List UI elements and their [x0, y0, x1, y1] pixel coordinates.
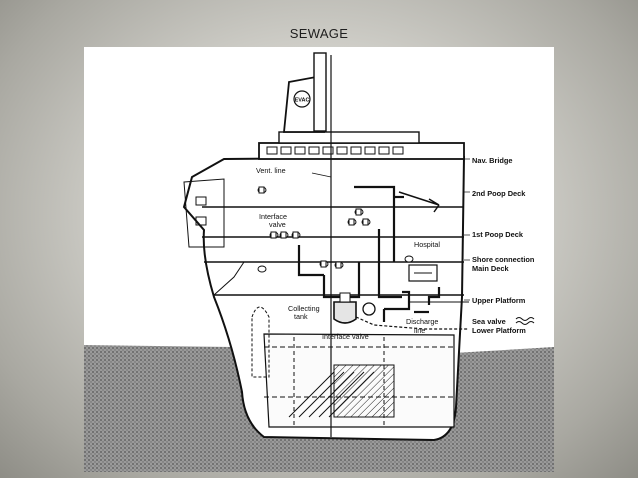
label-hospital: Hospital [414, 240, 440, 249]
label-vent-line: Vent. line [256, 166, 286, 175]
label-discharge-line-2: line [414, 326, 425, 335]
label-nav-bridge: Nav. Bridge [472, 156, 513, 165]
label-main-deck: Main Deck [472, 264, 509, 273]
funnel-logo [293, 90, 311, 108]
funnel-mast [313, 52, 327, 132]
bridge-windows [266, 146, 404, 155]
discharge-pump [362, 302, 376, 316]
slide-title: SEWAGE [289, 26, 349, 41]
label-interface-valve-upper-2: valve [269, 220, 286, 229]
label-collecting-tank-2: tank [294, 312, 308, 321]
label-lower-platform: Lower Platform [472, 326, 526, 335]
sanitary-fixtures [257, 186, 429, 275]
funnel-mark: EVAC [295, 98, 310, 104]
sea-symbol-icon [515, 317, 535, 321]
label-sea-valve: Sea valve [472, 317, 506, 326]
label-2nd-poop-deck: 2nd Poop Deck [472, 189, 526, 198]
engine-block [333, 364, 395, 418]
label-interface-valve-upper-1: Interface [259, 212, 287, 221]
collecting-tank [333, 301, 357, 324]
deck-leader-lines [464, 158, 470, 301]
discharge-line [355, 316, 469, 330]
ship-cutaway-svg: EVAC [84, 52, 554, 472]
label-1st-poop-deck: 1st Poop Deck [472, 230, 524, 239]
label-upper-platform: Upper Platform [472, 296, 526, 305]
label-interface-valve-lower: Interface valve [322, 332, 369, 341]
label-discharge-line-1: Discharge [406, 317, 438, 326]
sewage-system-diagram: EVAC [84, 47, 554, 472]
label-shore-connection: Shore connection [472, 255, 535, 264]
label-collecting-tank-1: Collecting [288, 304, 320, 313]
